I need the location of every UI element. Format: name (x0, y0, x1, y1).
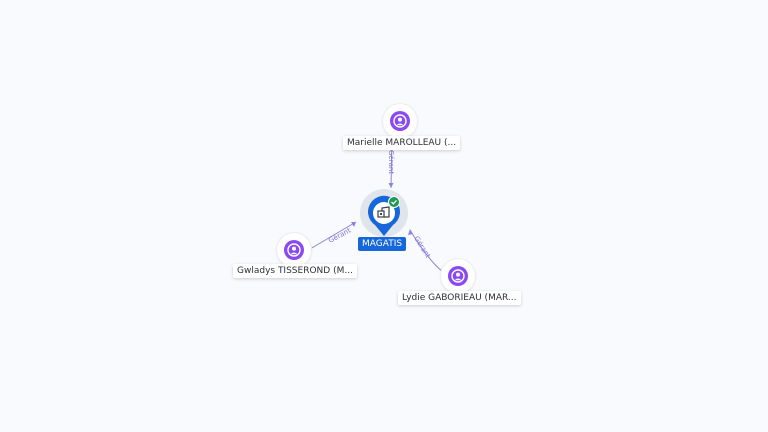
edge-gwladys: Gérant (309, 221, 357, 250)
person-label-gwladys[interactable]: Gwladys TISSEROND (M... (233, 264, 357, 278)
check-badge-icon (388, 196, 400, 208)
person-node-lydie[interactable] (441, 259, 475, 293)
edge-label-lydie: Gérant (412, 235, 432, 260)
person-node-marielle[interactable] (383, 104, 417, 138)
company-label[interactable]: MAGATIS (358, 237, 407, 251)
building-icon (377, 206, 390, 218)
person-icon (284, 240, 304, 260)
person-icon (448, 266, 468, 286)
person-label-lydie[interactable]: Lydie GABORIEAU (MAR... (398, 291, 521, 305)
edge-label-marielle: Gérant (387, 150, 395, 174)
person-node-gwladys[interactable] (277, 233, 311, 267)
person-label-marielle[interactable]: Marielle MAROLLEAU (... (343, 136, 461, 150)
person-icon (390, 111, 410, 131)
edge-lydie: Gérant (408, 229, 444, 273)
edge-label-gwladys: Gérant (327, 226, 352, 244)
